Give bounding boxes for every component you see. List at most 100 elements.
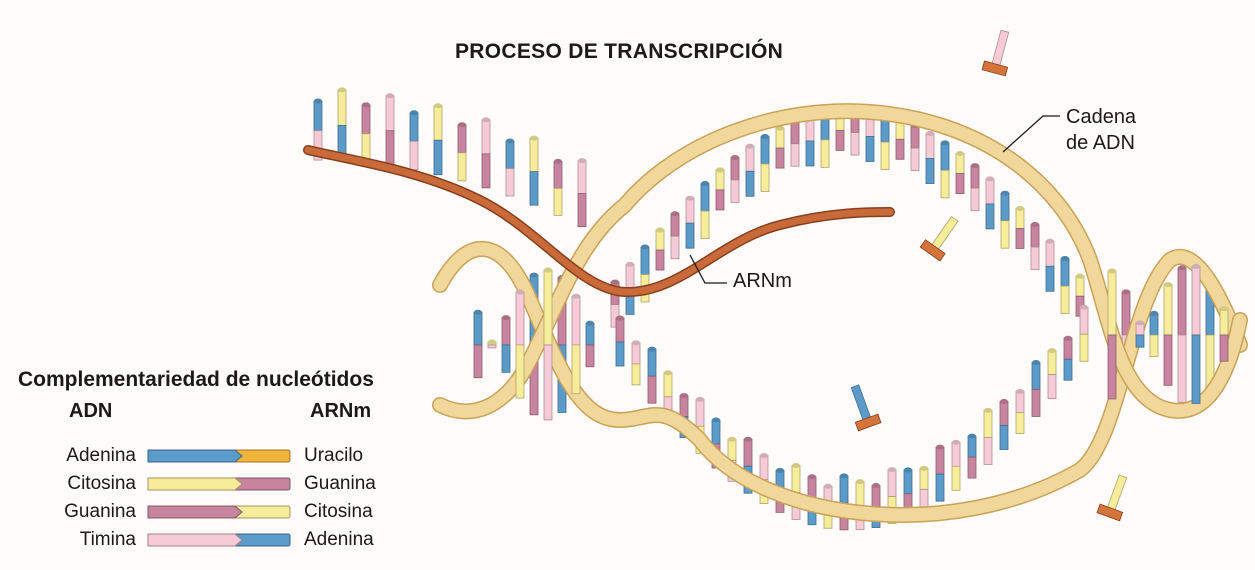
nucleotide-cap	[1192, 264, 1200, 270]
nucleotide-cap	[920, 465, 928, 471]
base-pair	[1063, 335, 1073, 381]
base-pair	[760, 133, 770, 192]
nucleotide-cap	[776, 467, 784, 473]
nucleotide	[1030, 246, 1040, 270]
nucleotide	[409, 140, 419, 171]
free-nucleotide	[1096, 474, 1128, 522]
nucleotide	[820, 139, 830, 168]
phosphate-cap	[919, 239, 946, 262]
base-pair	[1079, 304, 1089, 362]
nucleotide	[1015, 391, 1025, 413]
nucleotide	[1063, 358, 1073, 381]
label-leader-lines	[689, 115, 1060, 284]
base-pair	[1219, 306, 1229, 362]
nucleotide	[970, 187, 980, 212]
legend-row: Adenina Uracilo	[0, 444, 420, 470]
legend-row: Citosina Guanina	[0, 472, 420, 498]
nucleotide	[700, 210, 710, 239]
nucleotide-cap	[701, 181, 709, 187]
nucleotide	[1063, 337, 1073, 360]
nucleotide	[1045, 240, 1055, 267]
nucleotide-cap	[936, 444, 944, 450]
base-pair	[457, 122, 467, 182]
legend-rna-base: Adenina	[304, 529, 374, 550]
nucleotide	[991, 29, 1010, 68]
legend-row: Timina Adenina	[0, 528, 420, 554]
nucleotide	[505, 168, 515, 197]
nucleotide	[685, 197, 695, 224]
nucleotide-cap	[578, 158, 586, 164]
nucleotide	[571, 344, 581, 395]
nucleotide	[930, 216, 959, 252]
legend-dna-base: Guanina	[64, 501, 136, 522]
nucleotide	[625, 263, 635, 290]
label-mrna: ARNm	[733, 270, 792, 292]
leader-dna-chain	[1002, 115, 1060, 153]
nucleotide	[1000, 220, 1010, 249]
base-pair	[409, 110, 419, 171]
nucleotide	[481, 153, 491, 189]
nucleotide	[727, 438, 737, 461]
nucleotide	[940, 142, 950, 171]
nucleotide-cap	[824, 483, 832, 489]
nucleotide-cap	[530, 135, 538, 141]
base-pair	[501, 315, 511, 373]
base-pair	[1149, 310, 1159, 358]
nucleotide	[910, 125, 920, 149]
nucleotide	[529, 171, 539, 206]
nucleotide	[515, 291, 525, 346]
base-pair	[1047, 348, 1057, 400]
base-pair	[951, 439, 961, 491]
nucleotide	[775, 147, 785, 169]
nucleotide	[1163, 334, 1173, 386]
nucleotide	[970, 165, 980, 189]
nucleotide-cap	[941, 140, 949, 146]
nucleotide-cap	[386, 93, 394, 99]
nucleotide	[895, 138, 905, 160]
base-pair	[985, 176, 995, 230]
base-pair	[1163, 282, 1173, 386]
nucleotide	[631, 342, 641, 365]
base-pair	[1031, 359, 1041, 417]
base-pair	[433, 103, 443, 176]
mrna-strand	[303, 145, 895, 298]
nucleotide	[647, 375, 657, 404]
nucleotide	[935, 446, 945, 475]
nucleotide-cap	[856, 479, 864, 485]
nucleotide-cap	[1046, 238, 1054, 244]
nucleotide-cap	[530, 272, 538, 278]
nucleotide	[433, 139, 443, 176]
base-pair	[361, 102, 371, 164]
base-pair	[515, 289, 525, 399]
nucleotide	[473, 311, 483, 346]
nucleotide-cap	[544, 267, 552, 273]
nucleotide	[855, 481, 865, 507]
legend-dna-base: Timina	[79, 529, 136, 550]
nucleotide-cap	[872, 483, 880, 489]
legend-dna-base: Citosina	[67, 473, 136, 494]
nucleotide	[585, 322, 595, 346]
nucleotide	[409, 112, 419, 142]
base-pair	[955, 151, 965, 195]
nucleotide	[850, 132, 860, 156]
nucleotide	[839, 475, 849, 504]
nucleotide-cap	[744, 436, 752, 442]
nucleotide	[760, 136, 770, 165]
base-pair	[1107, 268, 1117, 400]
leader-mrna	[689, 254, 727, 284]
swatch-dna	[147, 505, 243, 519]
nucleotide-cap	[1032, 359, 1040, 365]
nucleotide-cap	[986, 176, 994, 182]
nucleotide	[473, 344, 483, 379]
nucleotide	[745, 170, 755, 197]
nucleotide	[1031, 389, 1041, 417]
nucleotide	[903, 469, 913, 495]
base-pair	[655, 227, 665, 271]
nucleotide	[481, 119, 491, 155]
legend-title: Complementariedad de nucleótidos	[18, 368, 374, 391]
nucleotide	[501, 317, 511, 346]
nucleotide	[543, 344, 553, 421]
nucleotide	[1149, 312, 1159, 336]
nucleotide	[1060, 258, 1070, 287]
base-pair	[1177, 265, 1187, 403]
